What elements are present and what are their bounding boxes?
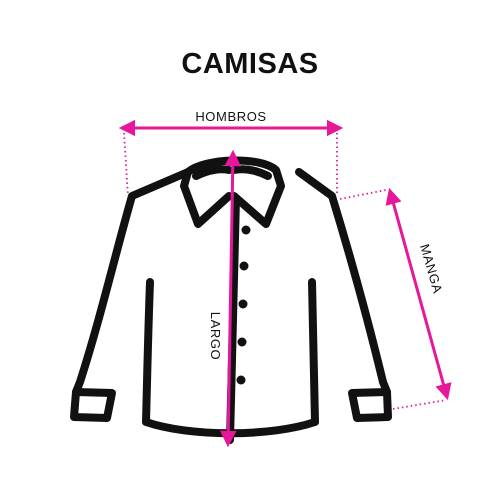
left-cuff-outline	[70, 388, 116, 422]
button-dot	[241, 225, 251, 235]
shoulders-measurement: HOMBROS	[118, 109, 344, 197]
length-arrow	[219, 149, 242, 448]
sleeve-guide-top	[339, 189, 387, 200]
button-dot	[239, 261, 249, 271]
button-dot	[236, 375, 246, 385]
length-label: LARGO	[208, 312, 223, 361]
button-dot	[237, 337, 247, 347]
button-dot	[238, 299, 248, 309]
shoulders-label: HOMBROS	[195, 109, 266, 124]
right-cuff-outline	[348, 388, 392, 422]
sleeve-label: MANGA	[417, 242, 445, 295]
sleeve-arrow	[385, 187, 452, 401]
sleeve-measurement: MANGA	[339, 187, 452, 410]
sleeve-guide-bottom	[392, 399, 447, 410]
shoulders-guide-left	[123, 132, 129, 197]
page-title: CAMISAS	[181, 48, 319, 80]
length-measurement: LARGO	[208, 149, 242, 448]
